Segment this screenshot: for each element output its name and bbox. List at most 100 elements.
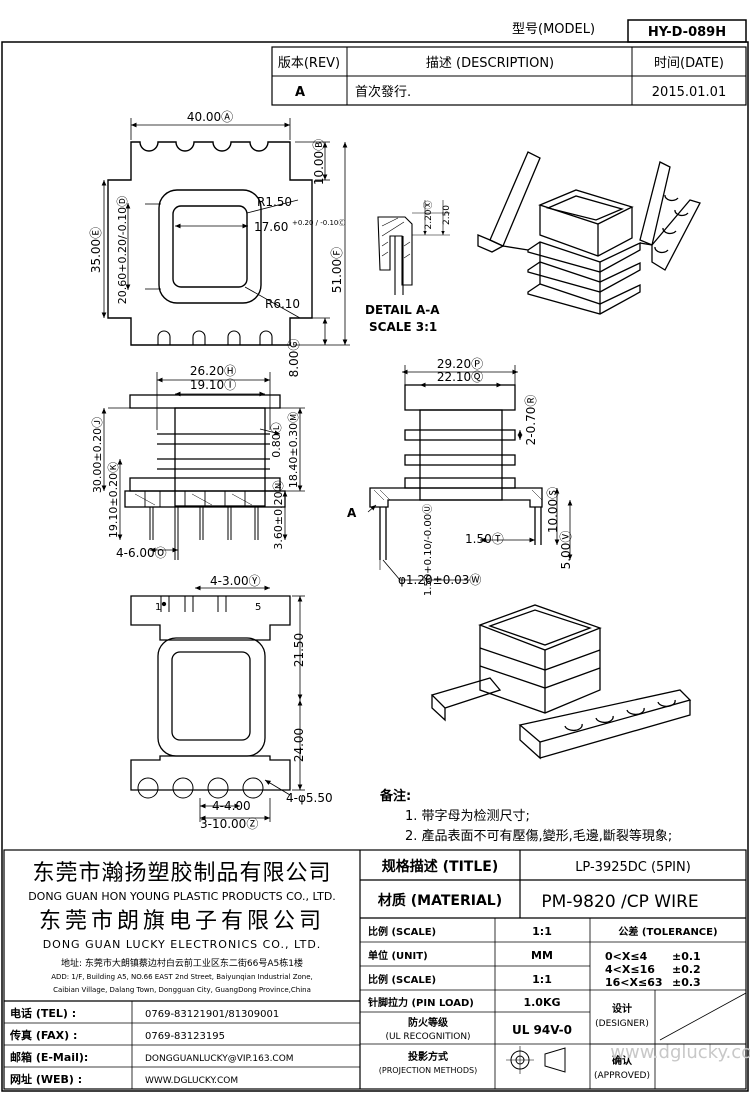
dim-4-phi550: 4-φ5.50 [286,791,333,805]
side-view-dims [367,365,573,581]
pinload-value: 1.0KG [523,996,560,1009]
contact-fax-label: 传真 (FAX) : [9,1028,77,1042]
contact-tel-value: 0769-83121901/81309001 [145,1009,279,1020]
proj-label-cn: 投影方式 [408,1050,448,1063]
dim-2210: 22.10Ⓠ [437,370,483,384]
address-cn: 地址: 东莞市大朗镇蔡边村白云前工业区东二街66号A5栋1楼 [61,957,303,969]
dim-40: 40.00Ⓐ [187,110,233,124]
pinload-label: 针脚拉力 (PIN LOAD) [368,996,474,1009]
material-value: PM-9820 /CP WIRE [541,892,698,912]
notes: 备注: 1. 带字母为检测尺寸; 2. 產品表面不可有壓傷,變形,毛邊,斷裂等現… [379,788,672,844]
rev-value: A [295,85,305,100]
tol-1-value: ±0.1 [672,950,701,963]
scale2-value: 1:1 [532,973,552,986]
date-label: 时间(DATE) [654,56,724,71]
dim-4-6: 4-6.00Ⓞ [116,546,167,560]
dim-2150: 21.50 [292,633,306,667]
sheet-border [1,41,749,1092]
top-view-dims [101,118,350,346]
desc-value: 首次發行. [355,84,411,100]
detail-scale: SCALE 3:1 [369,320,437,334]
approved-en: (APPROVED) [594,1071,650,1081]
contact-email-label: 邮箱 (E-Mail): [10,1050,88,1064]
dim-150: 1.50Ⓣ [465,532,504,546]
dim-r150: R1.50 [257,195,292,209]
material-label: 材质 (MATERIAL) [378,892,502,909]
front-view [124,394,286,560]
scale-value: 1:1 [532,925,552,938]
front-view-dims [101,372,305,553]
title-label: 规格描述 (TITLE) [382,858,498,875]
company-2-cn: 东莞市朗旗电子有限公司 [39,909,325,934]
contact-fax-value: 0769-83123195 [145,1031,225,1042]
contact-web-value: WWW.DGLUCKY.COM [145,1076,238,1086]
dim-4-400: 4-4.00 [212,799,251,813]
dim-2920: 29.20Ⓟ [437,357,483,371]
notes-line-2: 2. 產品表面不可有壓傷,變形,毛邊,斷裂等現象; [405,828,672,844]
dim-250: 2.50 [442,205,452,225]
dim-phi120: φ1.20±0.03Ⓦ [398,573,481,587]
model-value: HY-D-089H [648,25,726,40]
dim-1910: 19.10Ⓘ [190,378,236,392]
scale-label: 比例 (SCALE) [368,925,436,938]
dim-1000: 10.00Ⓢ [546,487,560,533]
dim-1910b: 19.10±0.20Ⓚ [107,462,120,538]
contact-tel-label: 电话 (TEL) : [10,1006,76,1020]
dim-30: 30.00±0.20Ⓙ [91,417,104,493]
bottom-view-dims [195,585,305,822]
approved-cn: 确认 [612,1054,633,1067]
ul-value: UL 94V-0 [512,1023,572,1037]
contact-email-value: DONGGUANLUCKY@VIP.163.COM [145,1054,294,1064]
dim-2060: 20.60+0.20/-0.10Ⓓ [116,196,129,304]
dim-1760-tol: +0.20 / -0.10Ⓒ [292,219,345,227]
company-1-cn: 东莞市瀚扬塑胶制品有限公司 [32,861,331,886]
dim-2-070: 2-0.70Ⓡ [524,395,538,446]
iso-view-top [477,151,701,315]
model-label: 型号(MODEL) [512,22,595,37]
side-view [369,384,543,560]
dim-080: 0.80Ⓛ [270,422,283,458]
dim-51: 51.00Ⓕ [330,247,344,293]
tol-2-range: 4<X≤16 [605,963,655,976]
pin-5-label: 5 [255,602,261,613]
tol-3-value: ±0.3 [672,976,701,989]
ul-label-en: (UL RECOGNITION) [385,1032,470,1042]
designer-cn: 设计 [612,1002,632,1015]
company-1-en: DONG GUAN HON YOUNG PLASTIC PRODUCTS CO.… [28,890,336,903]
contact-web-label: 网址 (WEB) : [10,1072,82,1086]
section-a-mark: A [347,506,357,520]
address-en-1: ADD: 1/F, Building A5, NO.66 EAST 2nd St… [51,973,313,981]
dim-220: 2.20Ⓧ [423,200,434,229]
proj-label-en: (PROJECTION METHODS) [379,1066,477,1075]
spec-block: 规格描述 (TITLE) LP-3925DC (5PIN) 材质 (MATERI… [368,858,718,1081]
dim-500: 5.00Ⓥ [559,531,573,570]
unit-label: 单位 (UNIT) [368,949,428,962]
bottom-view [130,595,291,799]
pin-1-label: 1 [155,602,161,613]
company-2-en: DONG GUAN LUCKY ELECTRONICS CO., LTD. [43,938,322,951]
top-view [107,141,313,346]
tol-2-value: ±0.2 [672,963,701,976]
dim-10: 10.00Ⓑ [312,139,326,185]
designer-en: (DESIGNER) [595,1019,649,1029]
dim-150b: 1.50+0.10/-0.00Ⓤ [422,504,434,596]
scale2-label: 比例 (SCALE) [368,973,436,986]
company-block: 东莞市瀚扬塑胶制品有限公司 DONG GUAN HON YOUNG PLASTI… [28,861,336,994]
tolerance-title: 公差 (TOLERANCE) [618,925,717,938]
detail-view [377,200,450,295]
dim-8: 8.00Ⓖ [287,339,301,378]
tol-1-range: 0<X≤4 [605,950,648,963]
contacts: 电话 (TEL) : 0769-83121901/81309001 传真 (FA… [9,1006,294,1086]
dim-3-1000: 3-10.00Ⓩ [200,817,258,831]
tol-3-range: 16<X≤63 [605,976,663,989]
unit-value: MM [531,949,553,962]
title-block [3,849,747,1090]
title-value: LP-3925DC (5PIN) [575,860,691,875]
detail-title: DETAIL A-A [365,303,440,317]
header: 型号(MODEL) HY-D-089H 版本(REV) 描述 (DESCRIPT… [271,19,747,106]
dim-2400: 24.00 [292,728,306,762]
dim-2620: 26.20Ⓗ [190,364,236,378]
dim-360: 3.60±0.20Ⓝ [272,480,285,549]
dim-35: 35.00Ⓔ [89,227,103,273]
ul-label-cn: 防火等级 [408,1016,449,1029]
